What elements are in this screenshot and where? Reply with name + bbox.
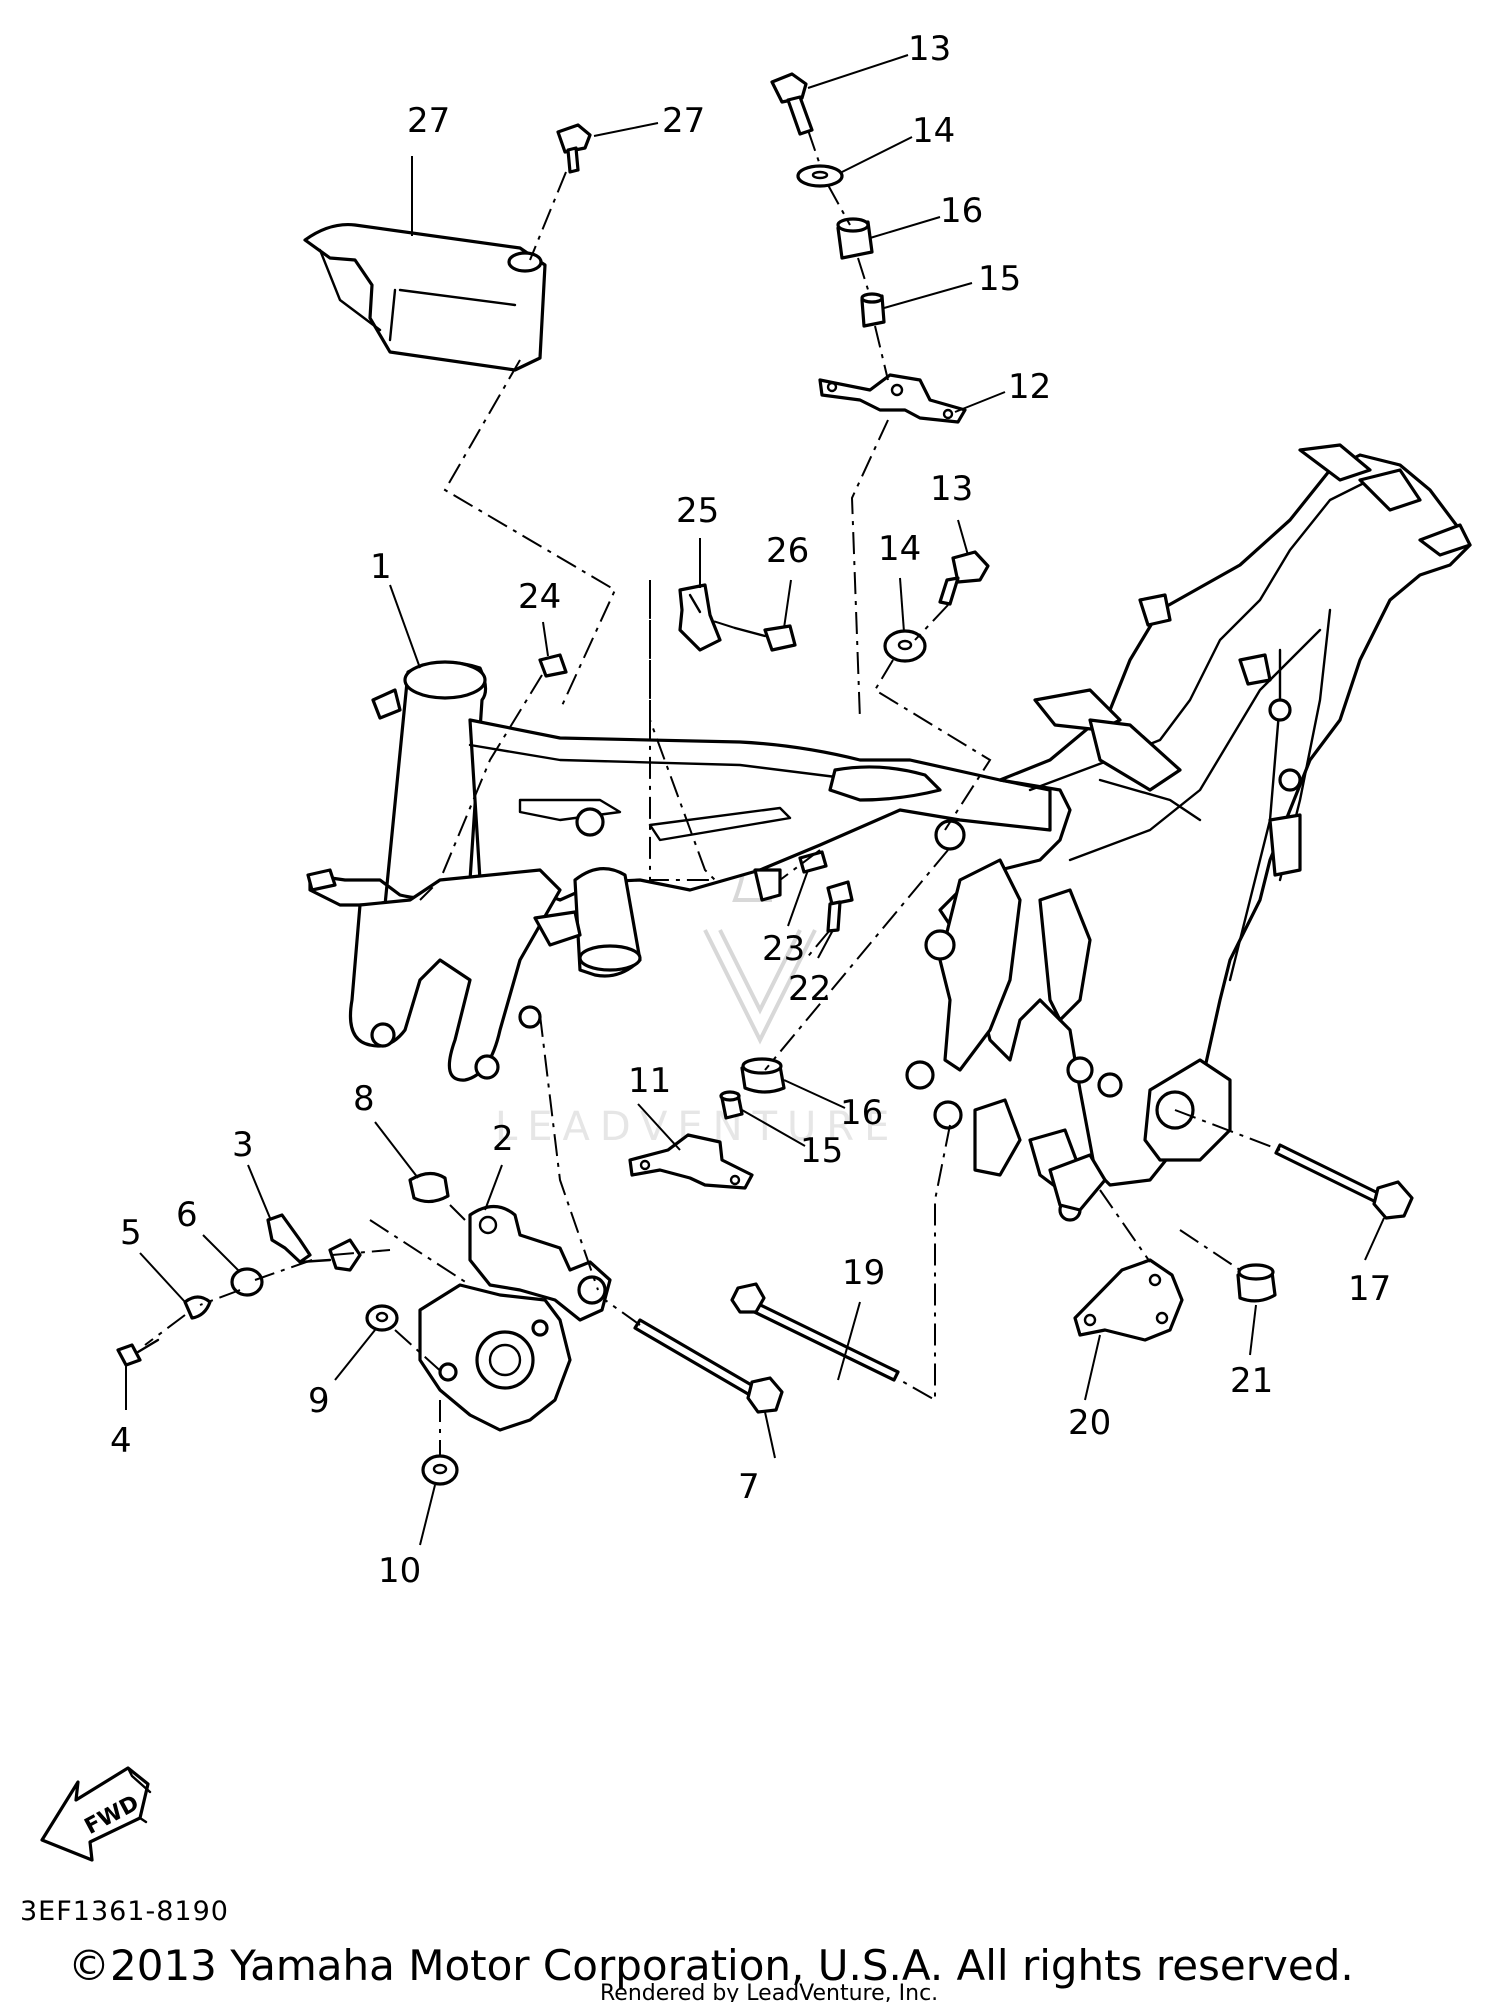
callout-25: 26 — [766, 531, 809, 571]
callout-9: 9 — [308, 1381, 330, 1421]
main-frame[interactable] — [306, 443, 1472, 1222]
fwd-arrow-icon: FWD — [40, 1766, 152, 1862]
assembly-lines — [144, 129, 1281, 1455]
callout-22: 23 — [762, 929, 805, 969]
callout-19: 20 — [1068, 1403, 1111, 1443]
callout-15-low: 15 — [800, 1131, 843, 1171]
part-14-washer-mid[interactable] — [883, 629, 927, 663]
callout-21: 22 — [788, 969, 831, 1009]
part-17-bolt[interactable] — [1274, 1143, 1414, 1220]
part-9-nut[interactable] — [365, 1304, 399, 1332]
diagram-code: 3EF1361-8190 — [20, 1896, 229, 1927]
part-5-clip[interactable] — [183, 1295, 212, 1320]
callout-11: 11 — [628, 1061, 671, 1101]
callout-26: 27 — [407, 101, 450, 141]
callout-7: 7 — [738, 1467, 760, 1507]
part-13-bolt-mid[interactable] — [938, 550, 990, 606]
part-4-screw[interactable] — [116, 1338, 160, 1367]
part-18-bolt[interactable] — [730, 1282, 900, 1382]
callout-10: 10 — [378, 1551, 421, 1591]
part-2-bracket-lower[interactable] — [418, 1283, 572, 1432]
part-27-bolt[interactable] — [556, 123, 592, 174]
part-19-plate[interactable] — [1073, 1258, 1184, 1342]
callout-5: 5 — [120, 1213, 142, 1253]
part-20-nut[interactable] — [1236, 1263, 1277, 1303]
part-24-clamp[interactable] — [678, 583, 722, 652]
part-10-nut[interactable] — [421, 1454, 459, 1486]
callout-4: 4 — [110, 1421, 132, 1461]
part-16-damper-top[interactable] — [836, 217, 874, 260]
callout-2: 2 — [492, 1119, 514, 1159]
callout-3: 3 — [232, 1125, 254, 1165]
part-23-bolt[interactable] — [538, 653, 568, 678]
callout-15-top: 15 — [978, 259, 1021, 299]
callout-16-low: 16 — [840, 1093, 883, 1133]
part-8-nut[interactable] — [408, 1171, 450, 1204]
part-26-cover[interactable] — [303, 222, 547, 372]
copyright-text: ©2013 Yamaha Motor Corporation, U.S.A. A… — [68, 1941, 1354, 1990]
part-3-clamp[interactable] — [266, 1213, 362, 1272]
part-16-damper-lower[interactable] — [740, 1057, 786, 1094]
part-14-washer-top[interactable] — [796, 164, 844, 188]
leader-lines — [125, 54, 1385, 1546]
callout-13-top: 13 — [908, 29, 951, 69]
callout-17: 17 — [1348, 1269, 1391, 1309]
callout-18: 19 — [842, 1253, 885, 1293]
callout-27: 27 — [662, 101, 705, 141]
callout-24: 25 — [676, 491, 719, 531]
callout-13-mid: 13 — [930, 469, 973, 509]
callout-6: 6 — [176, 1195, 198, 1235]
part-15-collar-top[interactable] — [860, 292, 886, 328]
callout-16-top: 16 — [940, 191, 983, 231]
callout-23: 24 — [518, 577, 561, 617]
callouts: 27 27 13 14 16 15 12 13 14 25 26 24 1 23… — [110, 29, 1391, 1591]
callout-8: 8 — [353, 1079, 375, 1119]
part-11-bracket[interactable] — [628, 1133, 754, 1190]
callout-12: 12 — [1008, 367, 1051, 407]
rendered-by-text: Rendered by LeadVenture, Inc. — [600, 1981, 938, 2002]
callout-20: 21 — [1230, 1361, 1273, 1401]
callout-14-mid: 14 — [878, 529, 921, 569]
part-6-washer[interactable] — [230, 1267, 264, 1297]
part-15-collar-lower[interactable] — [719, 1090, 744, 1120]
part-7-bolt[interactable] — [633, 1318, 784, 1414]
part-13-bolt-top[interactable] — [770, 72, 814, 136]
callout-1: 1 — [370, 547, 392, 587]
part-12-bracket[interactable] — [818, 373, 967, 424]
part-21-bolt[interactable] — [826, 880, 854, 933]
part-25-screw[interactable] — [733, 624, 797, 652]
callout-14-top: 14 — [912, 111, 955, 151]
